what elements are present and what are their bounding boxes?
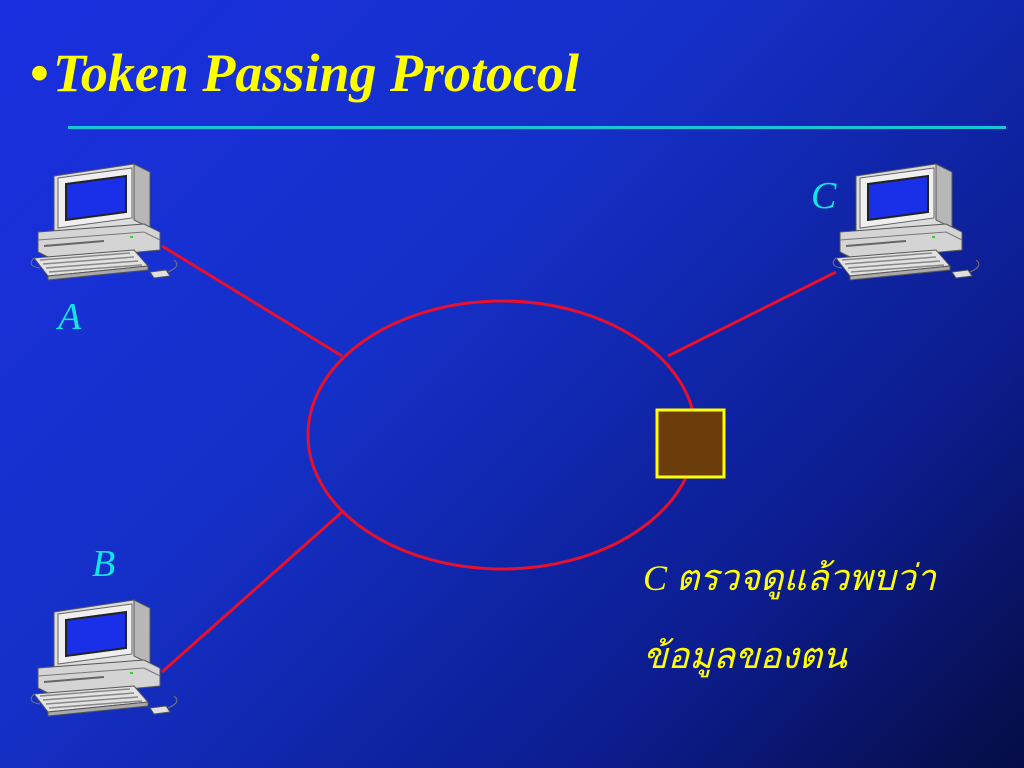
caption-line-2: ข้อมูลของตน [643, 636, 847, 676]
token-ring [306, 299, 698, 571]
computer-icon [30, 599, 178, 717]
link-b [161, 510, 343, 674]
node-label-b: B [92, 543, 116, 585]
token-packet [655, 408, 726, 479]
computer-icon [30, 163, 178, 281]
title-text: Token Passing Protocol [52, 43, 579, 103]
title-bullet: • [30, 43, 49, 103]
caption-line-1: C ตรวจดูแล้วพบว่า [643, 558, 936, 598]
computer-icon [832, 163, 980, 281]
node-label-c: C [811, 175, 837, 217]
caption: C ตรวจดูแล้วพบว่า ข้อมูลของตน [643, 538, 936, 694]
title-underline [68, 126, 1006, 129]
slide-title: •Token Passing Protocol [30, 46, 579, 100]
link-c [667, 270, 837, 358]
node-label-a: A [58, 296, 82, 338]
link-a [161, 244, 343, 358]
